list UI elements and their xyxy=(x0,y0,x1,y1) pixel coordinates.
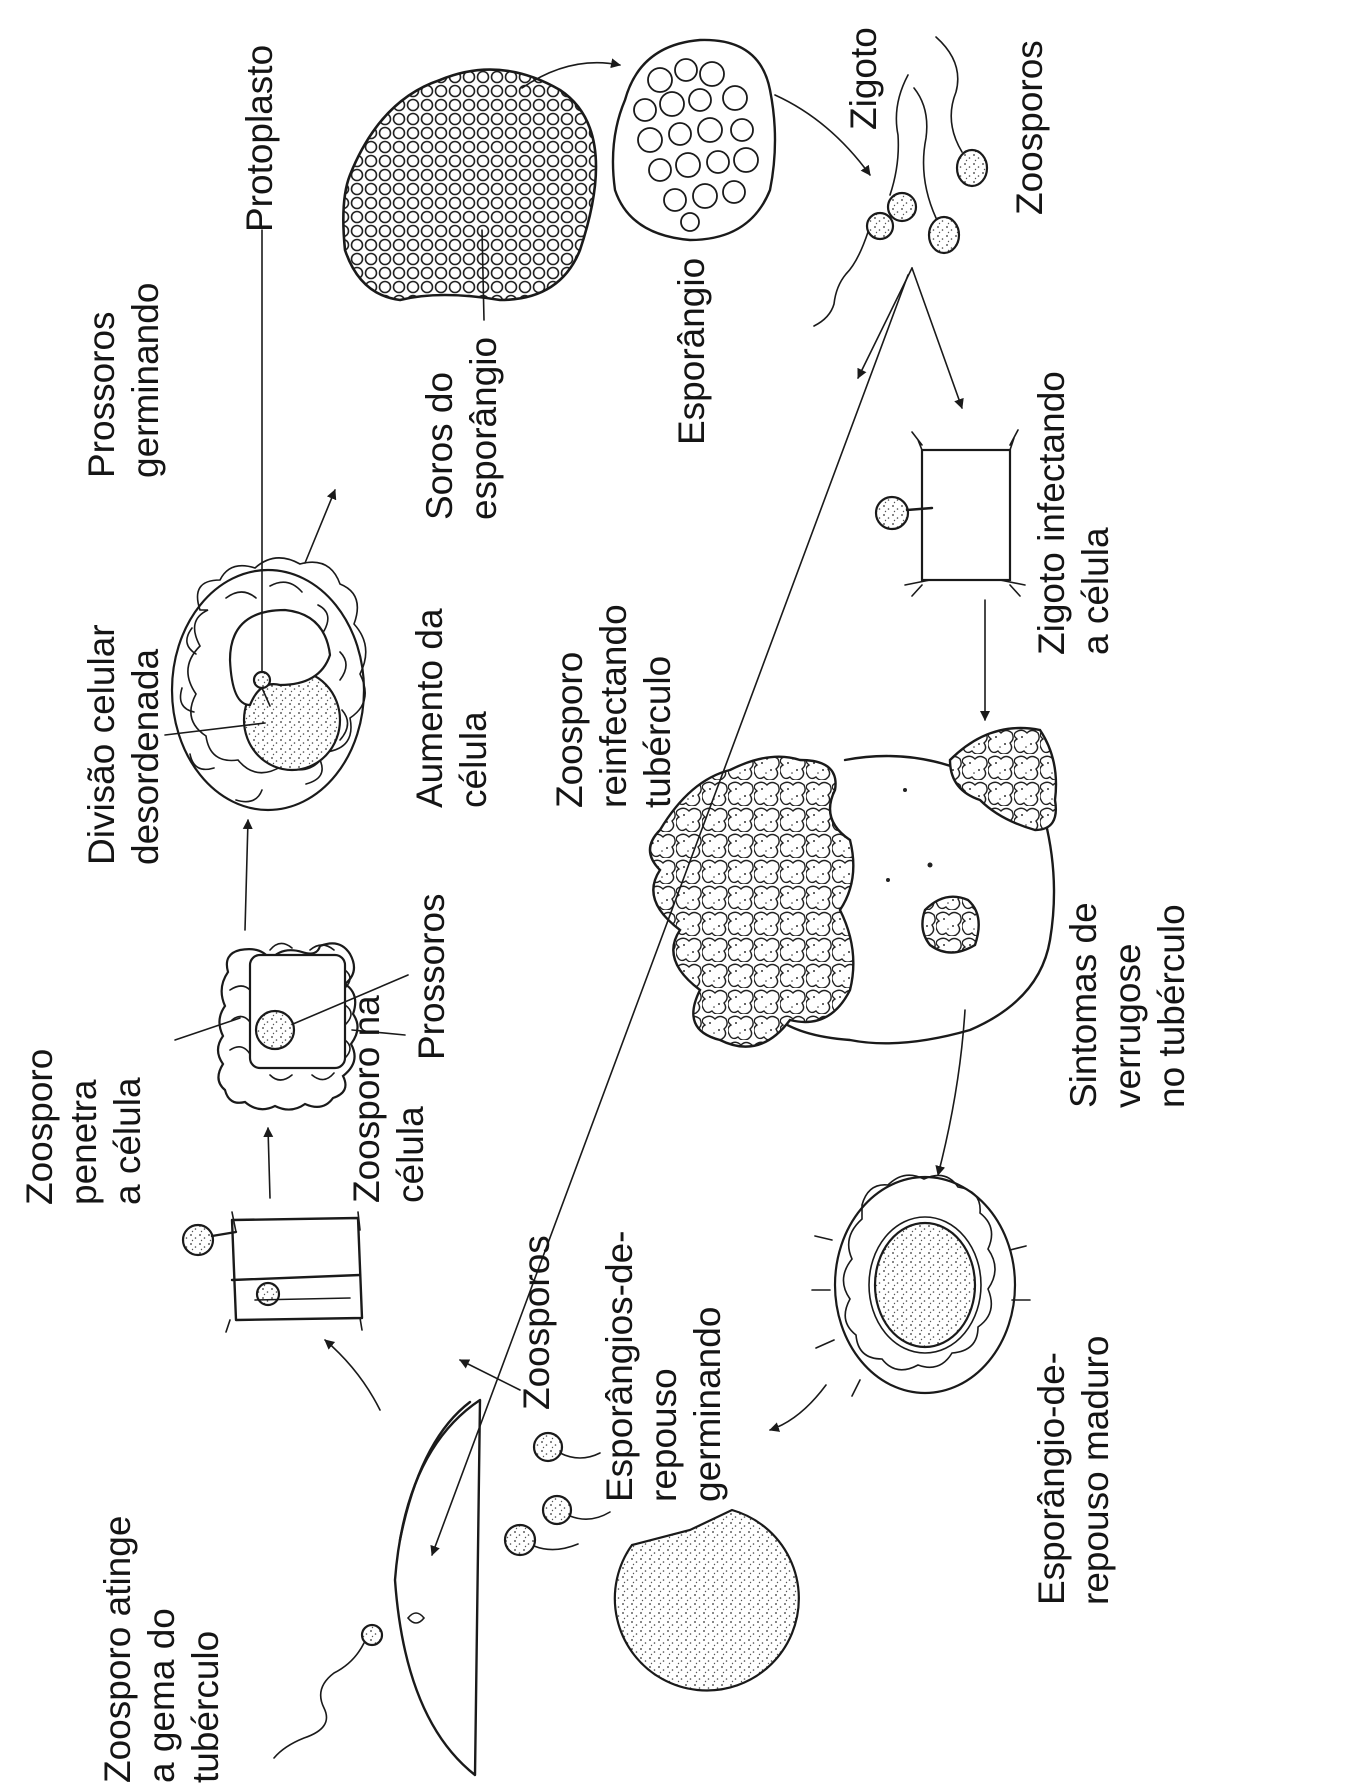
label-protoplasto: Protoplasto xyxy=(238,45,282,232)
tuber-bud-figure xyxy=(274,1400,480,1775)
mature-resting-sporangium-figure xyxy=(812,1175,1030,1396)
arrow-resting-to-germinating xyxy=(770,1385,826,1430)
arrow-germinating-to-bud xyxy=(460,1360,520,1390)
label-aumento-celula: Aumento da célula xyxy=(408,608,496,808)
label-sintomas: Sintomas de verrugose no tubérculo xyxy=(1062,902,1194,1108)
label-zoosporos-bottom: Zoosporos xyxy=(515,1235,559,1410)
arrow-prossoros-to-soros xyxy=(305,490,335,563)
label-zoosporo-penetra: Zoosporo penetra a célula xyxy=(18,1049,150,1205)
label-zigoto-infectando: Zigoto infectando a célula xyxy=(1030,371,1118,655)
zygote-zoospores-figure xyxy=(814,37,987,326)
arrow-penetration-to-division xyxy=(268,1128,270,1198)
arrow-bud-to-penetration xyxy=(325,1340,380,1410)
zygote-infecting-cell-figure xyxy=(876,430,1025,596)
label-zigoto: Zigoto xyxy=(842,27,886,130)
label-esporangios-repouso-germinando: Esporângios-de- repouso germinando xyxy=(598,1231,730,1502)
sorus-figure xyxy=(343,70,596,300)
label-zoosporo-atinge: Zoosporo atinge a gema do tubérculo xyxy=(96,1516,228,1783)
label-divisao-celular: Divisão celular desordenada xyxy=(80,624,168,865)
label-soros-esporangio: Soros do esporângio xyxy=(418,337,506,520)
arrow-zoospores-to-zygote-infect xyxy=(858,268,962,408)
cell-division-figure xyxy=(218,943,358,1109)
label-zoosporo-reinfectando: Zoosporo reinfectando tubérculo xyxy=(548,604,680,808)
label-zoosporos-top: Zoosporos xyxy=(1008,40,1052,215)
zoospore-penetrates-cell-figure xyxy=(183,1212,362,1332)
sporangium-figure xyxy=(613,40,775,240)
germinating-prosorus-figure xyxy=(172,558,366,810)
label-esporangio: Esporângio xyxy=(670,258,714,445)
tuber-wart-figure xyxy=(650,728,1056,1047)
label-esporangio-repouso-maduro: Esporângio-de- repouso maduro xyxy=(1030,1336,1118,1605)
arrow-division-to-prossoros xyxy=(245,820,248,930)
label-prossoros-germinando: Prossoros germinando xyxy=(80,283,168,478)
label-zoosporo-na-celula: Zoosporo na célula xyxy=(345,995,433,1203)
